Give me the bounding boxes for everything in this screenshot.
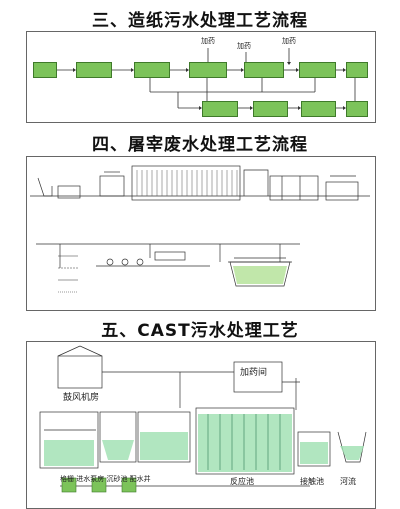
cast-label-reaction-tank: 反应池: [230, 477, 254, 486]
paper-sludge-box-2: [253, 101, 288, 117]
cast-label-dosing-room: 加药间: [240, 368, 268, 378]
paper-process-box-3: [134, 62, 170, 78]
paper-process-box-1: [33, 62, 57, 78]
dosing-label-3: 加药: [282, 37, 296, 45]
paper-process-box-7: [346, 62, 368, 78]
paper-sludge-box-3: [301, 101, 336, 117]
cast-label-contact-tank: 接触池: [300, 477, 324, 486]
paper-sludge-box-4: [346, 101, 368, 117]
cast-label-pretreatment: 格栅 进水泵房 沉砂池 配水井: [60, 475, 151, 483]
dosing-label-2: 加药: [237, 42, 251, 50]
section-title-cast: 五、CAST污水处理工艺: [101, 321, 299, 341]
dosing-label-1: 加药: [201, 37, 215, 45]
paper-sludge-box-1: [202, 101, 238, 117]
cast-label-river: 河流: [340, 477, 356, 486]
section-title-paper: 三、造纸污水处理工艺流程: [92, 11, 308, 31]
paper-process-box-4: [189, 62, 227, 78]
section-title-slaughter: 四、屠宰废水处理工艺流程: [92, 135, 308, 155]
paper-process-box-2: [76, 62, 112, 78]
paper-process-box-5: [244, 62, 284, 78]
paper-process-box-6: [299, 62, 336, 78]
cast-label-blower-room: 鼓风机房: [63, 393, 100, 403]
